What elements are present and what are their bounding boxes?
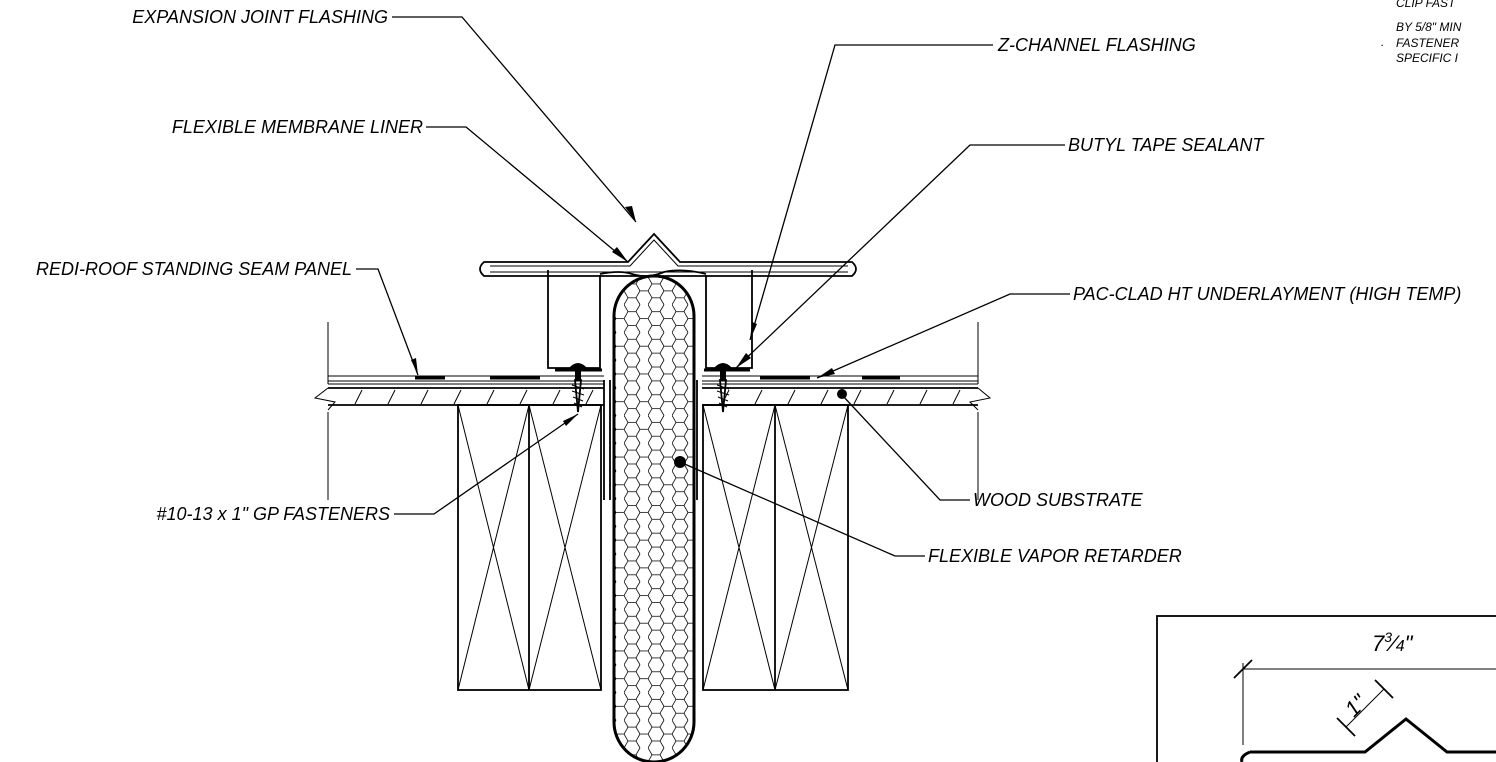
label-butyl-tape-sealant: BUTYL TAPE SEALANT [1068, 135, 1265, 155]
wood-blocking-right [702, 404, 849, 691]
flexible-vapor-retarder [612, 274, 696, 762]
label-expansion-joint-flashing: EXPANSION JOINT FLASHING [132, 7, 388, 27]
standing-seam-panel-left [327, 322, 604, 385]
label-standing-seam-panel: REDI-ROOF STANDING SEAM PANEL [36, 259, 352, 279]
note-line-2: BY 5/8" MIN [1396, 20, 1462, 34]
leaders [356, 16, 1070, 557]
wood-substrate-left [313, 380, 611, 500]
standing-seam-panel-right [702, 322, 979, 385]
fastener-right [714, 363, 732, 413]
general-notes: CLIP FAST BY 5/8" MIN . FASTENER SPECIFI… [1381, 0, 1462, 65]
note-line-4: SPECIFIC I [1396, 51, 1459, 65]
dim-leg: 1" [1340, 689, 1373, 722]
note-bullet: . [1381, 35, 1384, 49]
wood-substrate-right [696, 380, 992, 500]
z-channel-left [547, 270, 602, 372]
note-line-1: CLIP FAST [1396, 0, 1457, 10]
label-wood-substrate: WOOD SUBSTRATE [973, 490, 1144, 510]
fastener-left [569, 363, 587, 413]
label-z-channel-flashing: Z-CHANNEL FLASHING [997, 35, 1196, 55]
expansion-joint-flashing-cap [479, 232, 857, 277]
dim-overall-width: 73⁄4" [1372, 629, 1414, 656]
flashing-profile-inset: 73⁄4" 1" [1156, 615, 1496, 762]
note-line-3: FASTENER [1396, 36, 1459, 50]
label-flexible-membrane-liner: FLEXIBLE MEMBRANE LINER [172, 117, 423, 137]
label-fasteners: #10-13 x 1" GP FASTENERS [157, 504, 390, 524]
label-vapor-retarder: FLEXIBLE VAPOR RETARDER [928, 546, 1182, 566]
label-underlayment: PAC-CLAD HT UNDERLAYMENT (HIGH TEMP) [1073, 284, 1461, 304]
